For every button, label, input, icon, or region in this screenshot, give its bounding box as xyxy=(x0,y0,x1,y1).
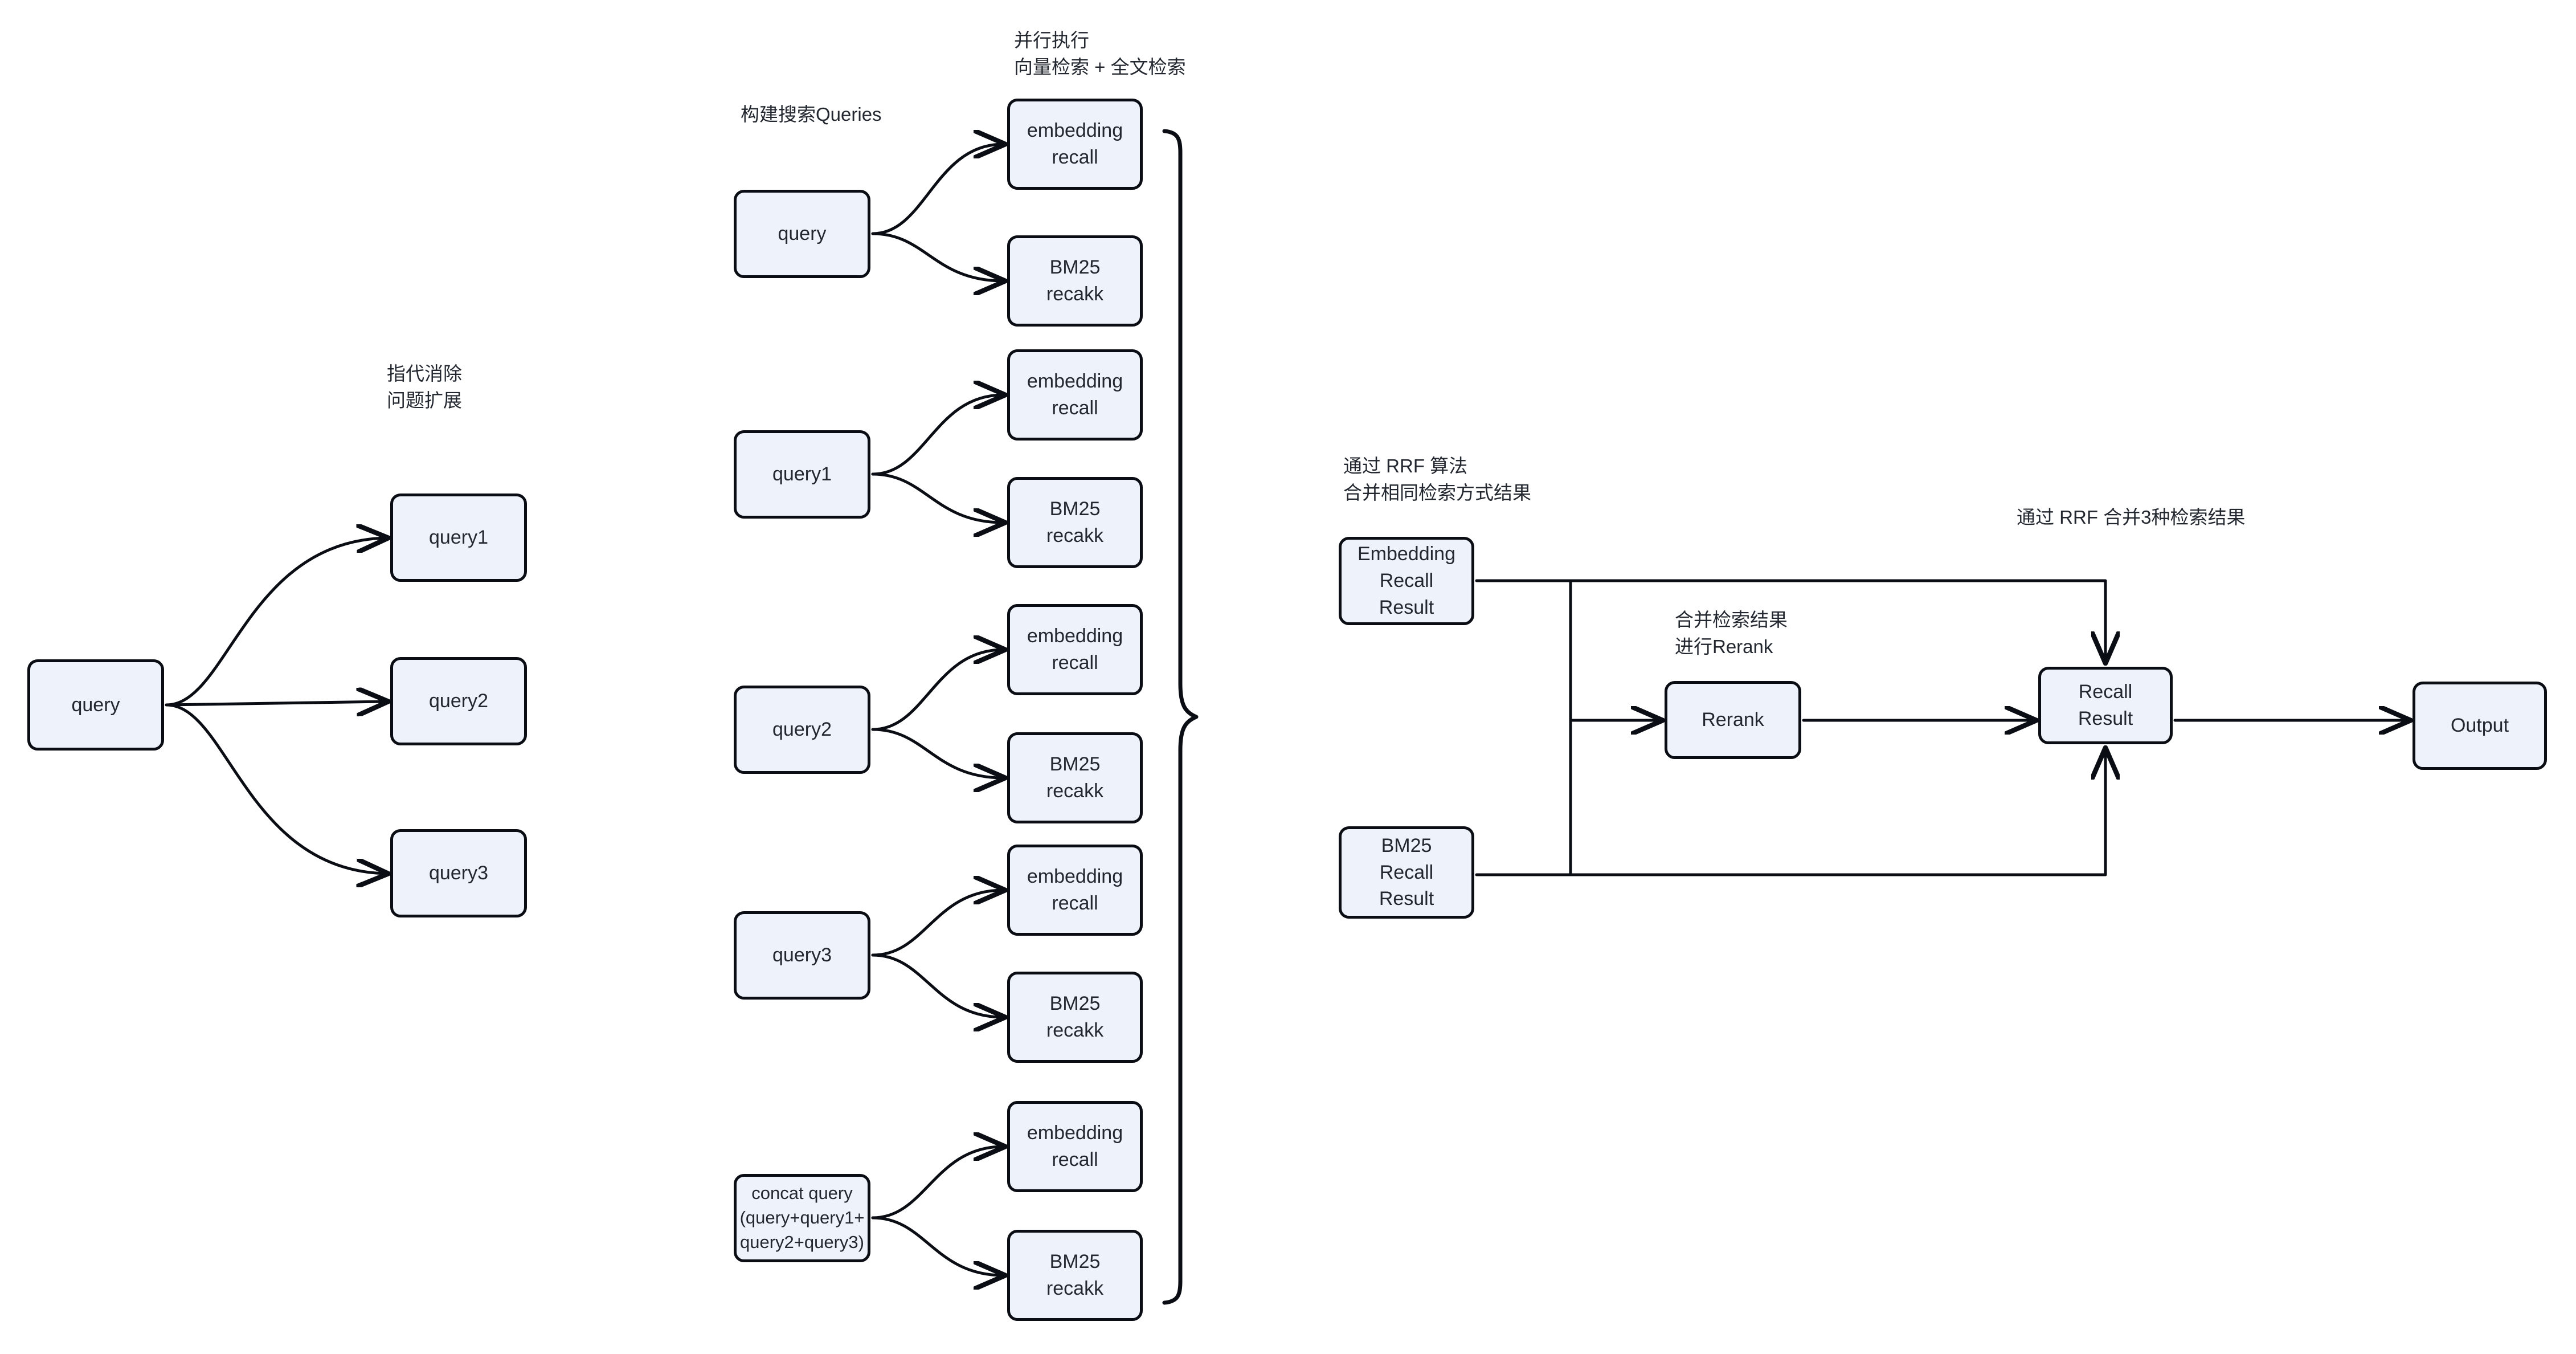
node-search-query2[interactable]: query2 xyxy=(734,686,870,774)
node-query3-expanded[interactable]: query3 xyxy=(390,829,527,917)
edge-query-to-query1 xyxy=(165,538,386,707)
edge-q0-to-bm250 xyxy=(871,232,1003,281)
edge-query-to-query3 xyxy=(165,703,386,874)
node-embedding-recall-3[interactable]: embedding recall xyxy=(1007,845,1143,936)
node-rerank[interactable]: Rerank xyxy=(1665,681,1801,759)
node-search-query3[interactable]: query3 xyxy=(734,911,870,1000)
node-query-source[interactable]: query xyxy=(27,659,164,751)
node-concat-query[interactable]: concat query (query+query1+ query2+query… xyxy=(734,1174,870,1262)
edge-qcat-to-emb4 xyxy=(871,1147,1003,1220)
node-output[interactable]: Output xyxy=(2413,682,2547,770)
node-bm25-recall-2[interactable]: BM25 recakk xyxy=(1007,732,1143,823)
node-bm25-recall-4[interactable]: BM25 recakk xyxy=(1007,1230,1143,1321)
caption-build-queries: 构建搜索Queries xyxy=(741,104,882,125)
node-embedding-recall-1[interactable]: embedding recall xyxy=(1007,349,1143,441)
edge-q3-to-emb3 xyxy=(871,890,1003,957)
caption-rrf-same-method: 通过 RRF 算法 合并相同检索方式结果 xyxy=(1343,455,1531,503)
node-bm25-recall-1[interactable]: BM25 recakk xyxy=(1007,477,1143,568)
edge-qcat-to-bm254 xyxy=(871,1216,1003,1275)
edge-bm25result-to-recallresult xyxy=(1569,750,2105,876)
recall-group-brace xyxy=(1162,129,1199,1305)
node-bm25-recall-0[interactable]: BM25 recakk xyxy=(1007,235,1143,327)
caption-coref-expand: 指代消除 问题扩展 xyxy=(387,363,462,411)
caption-merge-rerank: 合并检索结果 进行Rerank xyxy=(1675,609,1788,657)
node-query2-expanded[interactable]: query2 xyxy=(390,657,527,745)
node-search-query1[interactable]: query1 xyxy=(734,430,870,519)
edge-q2-to-bm252 xyxy=(871,728,1003,778)
node-query1-expanded[interactable]: query1 xyxy=(390,494,527,582)
node-embedding-recall-4[interactable]: embedding recall xyxy=(1007,1101,1143,1192)
edge-embresult-to-recallresult xyxy=(1569,579,2105,661)
edge-q3-to-bm253 xyxy=(871,953,1003,1017)
node-recall-result[interactable]: Recall Result xyxy=(2038,667,2173,744)
node-bm25-recall-result[interactable]: BM25 Recall Result xyxy=(1339,826,1474,919)
edge-q2-to-emb2 xyxy=(871,650,1003,731)
node-bm25-recall-3[interactable]: BM25 recakk xyxy=(1007,972,1143,1063)
caption-rrf-three: 通过 RRF 合并3种检索结果 xyxy=(2017,507,2246,528)
edge-q1-to-emb1 xyxy=(871,395,1003,476)
node-embedding-recall-2[interactable]: embedding recall xyxy=(1007,604,1143,695)
edge-query-to-query2 xyxy=(165,702,386,705)
caption-parallel-exec: 并行执行 向量检索 + 全文检索 xyxy=(1014,30,1186,78)
edge-q1-to-bm251 xyxy=(871,472,1003,523)
node-search-query[interactable]: query xyxy=(734,190,870,278)
node-embedding-recall-result[interactable]: Embedding Recall Result xyxy=(1339,537,1474,625)
node-embedding-recall-0[interactable]: embedding recall xyxy=(1007,99,1143,190)
edge-q0-to-emb0 xyxy=(871,144,1003,235)
